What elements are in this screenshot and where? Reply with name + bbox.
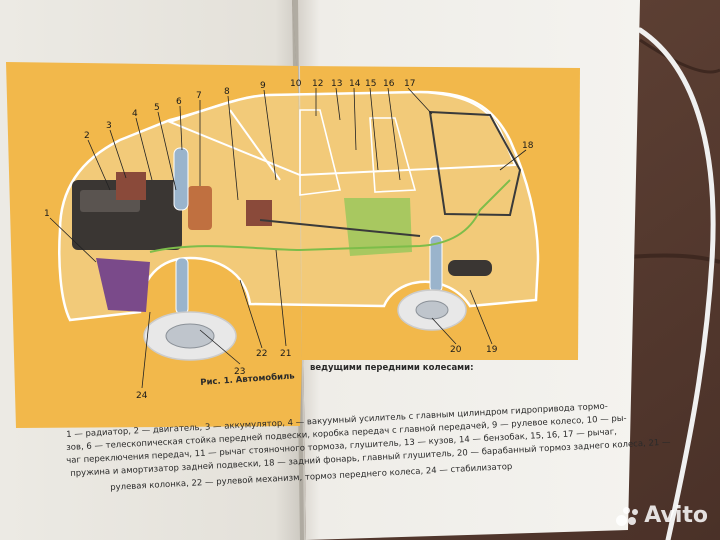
callout-9: 9 bbox=[260, 81, 266, 91]
caption-right-header: ведущими передними колесами: bbox=[310, 363, 474, 373]
callout-21: 21 bbox=[280, 349, 291, 359]
callout-15: 15 bbox=[365, 79, 376, 89]
rear-seat bbox=[369, 117, 417, 193]
callout-17: 17 bbox=[404, 79, 415, 89]
callout-20: 20 bbox=[450, 345, 462, 355]
callout-6: 6 bbox=[176, 97, 182, 107]
callout-19: 19 bbox=[486, 345, 498, 355]
avito-logo-icon bbox=[616, 505, 640, 527]
front-wheel-hub bbox=[165, 323, 215, 349]
avito-watermark: Avito bbox=[616, 503, 708, 528]
callout-10: 10 bbox=[290, 79, 302, 89]
fuel-tank bbox=[344, 198, 412, 256]
brake-booster bbox=[246, 200, 272, 226]
callout-5: 5 bbox=[154, 103, 160, 113]
front-strut bbox=[173, 147, 189, 211]
radiator bbox=[96, 258, 150, 312]
cable bbox=[637, 27, 716, 540]
callout-14: 14 bbox=[349, 79, 361, 89]
battery bbox=[116, 172, 146, 200]
callout-lines bbox=[49, 87, 527, 389]
callout-18: 18 bbox=[522, 141, 534, 151]
front-strut-lower bbox=[175, 257, 189, 315]
front-seat bbox=[299, 109, 341, 196]
callout-16: 16 bbox=[383, 79, 395, 89]
callout-2: 2 bbox=[84, 131, 90, 141]
rear-wheel-hub bbox=[415, 300, 449, 320]
rear-window bbox=[428, 110, 522, 217]
rear-muffler bbox=[448, 260, 492, 276]
callout-24: 24 bbox=[136, 391, 148, 401]
callout-13: 13 bbox=[331, 79, 342, 89]
car-cabin bbox=[167, 90, 517, 177]
avito-wordmark: Avito bbox=[644, 503, 708, 528]
callout-8: 8 bbox=[224, 87, 230, 97]
callout-1: 1 bbox=[44, 209, 50, 219]
windshield bbox=[229, 109, 281, 181]
callout-4: 4 bbox=[132, 109, 138, 119]
brake-line bbox=[259, 219, 421, 237]
callout-3: 3 bbox=[106, 121, 112, 131]
callout-22: 22 bbox=[256, 349, 267, 359]
couch-seam bbox=[639, 38, 720, 74]
wiring-harness bbox=[149, 179, 511, 253]
callout-7: 7 bbox=[196, 91, 202, 101]
callout-12: 12 bbox=[312, 79, 323, 89]
callout-23: 23 bbox=[234, 367, 245, 377]
front-muffler bbox=[188, 186, 212, 230]
